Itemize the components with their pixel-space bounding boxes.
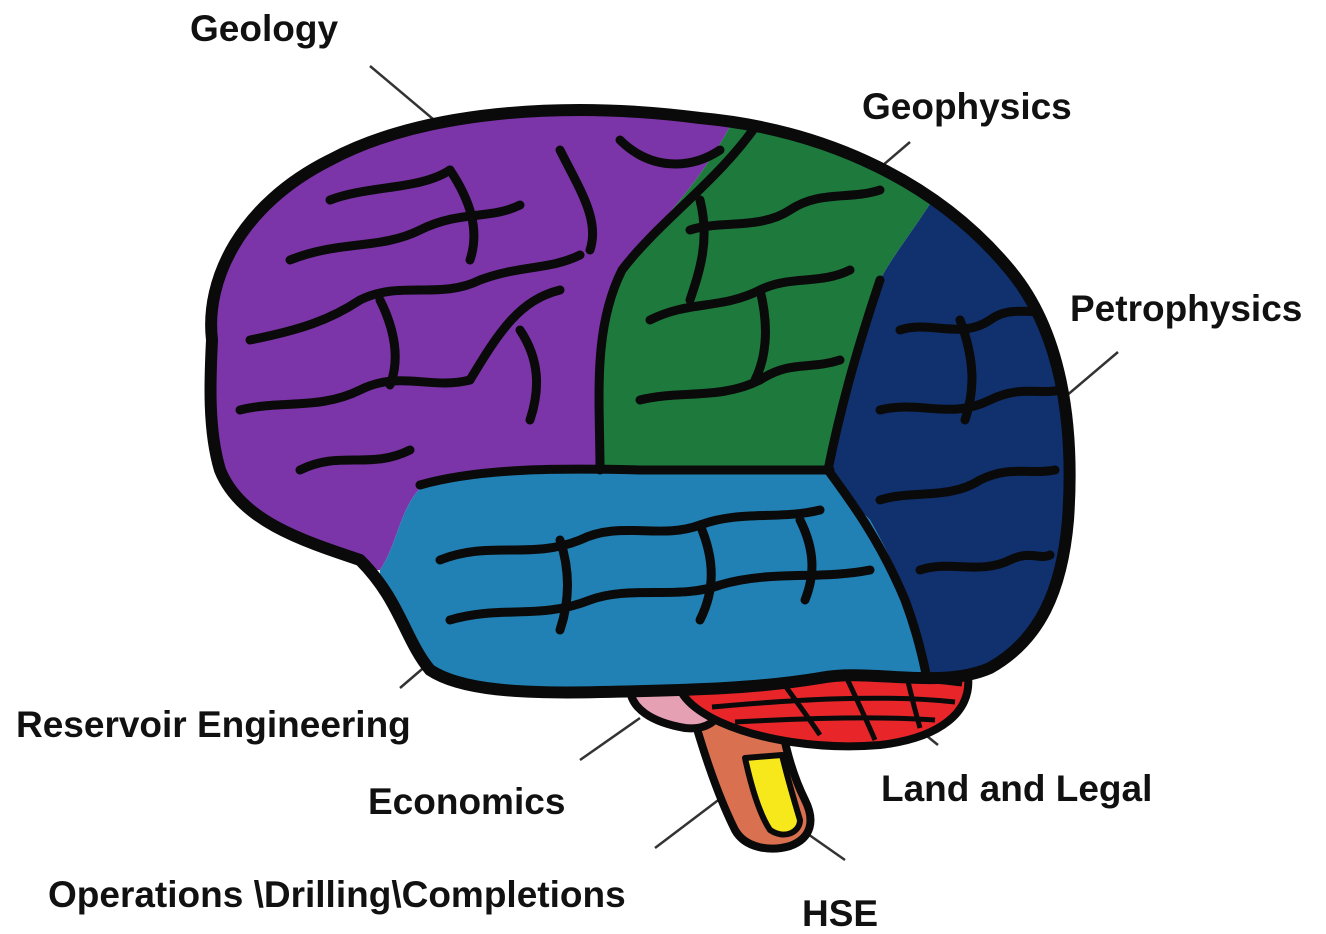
reservoir-engineering-label: Reservoir Engineering (12, 704, 415, 745)
land-and-legal-label: Land and Legal (877, 768, 1157, 809)
hse-label: HSE (798, 893, 883, 934)
operations-leader-line (654, 794, 726, 849)
geophysics-label: Geophysics (858, 86, 1076, 127)
frontal-lobe (210, 110, 760, 570)
economics-leader-line (579, 716, 641, 762)
geology-label: Geology (186, 8, 343, 49)
economics-label: Economics (364, 781, 570, 822)
petrophysics-label: Petrophysics (1066, 288, 1307, 329)
spinal-cord (742, 752, 803, 838)
operations-drilling-completions-label: Operations \Drilling\Completions (44, 874, 630, 915)
cerebrum (204, 104, 1076, 699)
sulci (235, 115, 1065, 693)
brain-outline (204, 104, 1076, 699)
